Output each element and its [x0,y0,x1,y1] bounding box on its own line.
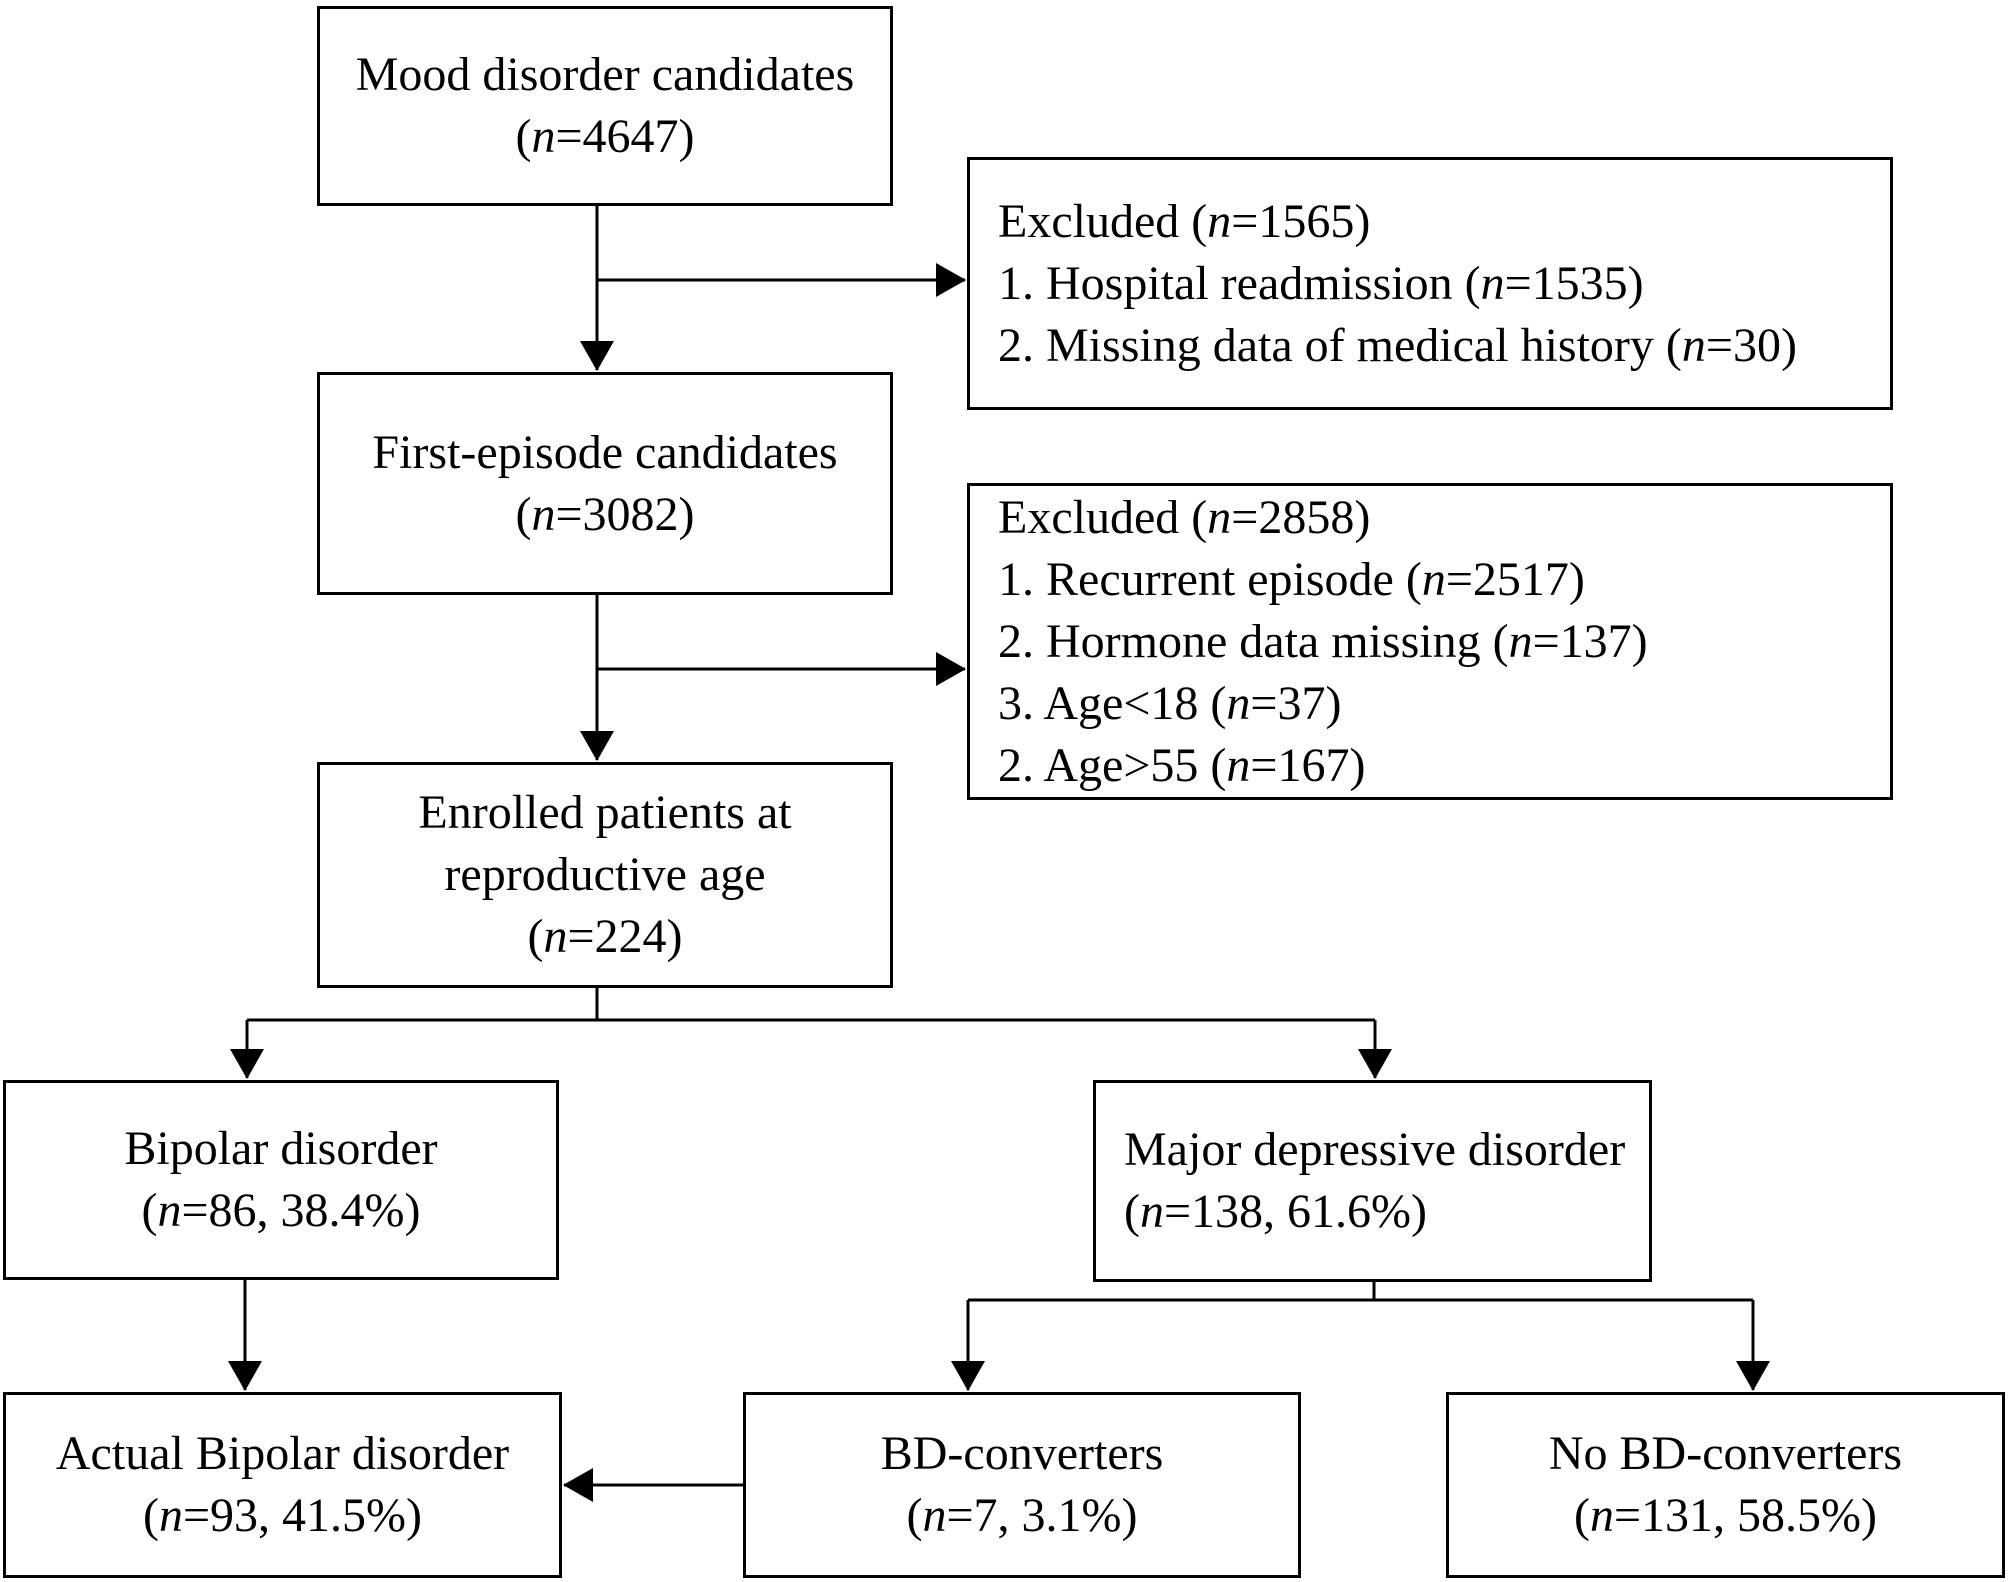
box-text-line: (n=93, 41.5%) [142,1489,423,1542]
box-actual-bipolar-disorder: Actual Bipolar disorder (n=93, 41.5%) [3,1392,562,1578]
branch-mdd-split [968,1280,1753,1302]
box-excluded-first: Excluded (n=1565) 1. Hospital readmission… [967,157,1893,410]
box-text-line: Actual Bipolar disorder [55,1427,510,1480]
box-text-line: (n=138, 61.6%) [1124,1185,1428,1238]
box-text-line: Bipolar disorder [124,1122,438,1175]
box-excluded-second: Excluded (n=2858) 1. Recurrent episode (n… [967,483,1893,800]
box-text-line: Excluded (n=1565) [998,194,1371,248]
box-text-line: (n=131, 58.5%) [1573,1489,1878,1542]
box-text-line: 3. Age<18 (n=37) [998,676,1342,730]
box-no-bd-converters: No BD-converters (n=131, 58.5%) [1446,1392,2005,1578]
box-first-episode-candidates: First-episode candidates (n=3082) [317,372,893,595]
box-text-line: (n=4647) [515,110,695,163]
box-enrolled-reproductive-age: Enrolled patients at reproductive age (n=2… [317,762,893,988]
box-text-line: No BD-converters [1548,1427,1903,1480]
box-text-line: Major depressive disorder [1124,1123,1626,1176]
box-text-line: (n=7, 3.1%) [906,1489,1138,1542]
branch-enrolled-split [247,986,1375,1022]
box-text-line: (n=86, 38.4%) [141,1184,421,1237]
box-mood-disorder-candidates: Mood disorder candidates (n=4647) [317,6,893,206]
box-text-line: 1. Hospital readmission (n=1535) [998,256,1644,310]
box-text-line: (n=224) [527,910,683,963]
box-bd-converters: BD-converters (n=7, 3.1%) [743,1392,1301,1578]
box-text-line: reproductive age [444,848,766,901]
box-bipolar-disorder: Bipolar disorder (n=86, 38.4%) [3,1080,559,1280]
box-text-line: Mood disorder candidates [355,48,855,101]
box-text-line: 2. Age>55 (n=167) [998,738,1366,792]
box-major-depressive-disorder: Major depressive disorder (n=138, 61.6%) [1093,1080,1652,1282]
box-text-line: First-episode candidates [372,425,838,479]
box-text-line: 1. Recurrent episode (n=2517) [998,552,1585,606]
box-text-line: Enrolled patients at [418,786,792,839]
box-text-line: 2. Missing data of medical history (n=30… [998,318,1797,372]
box-text-line: Excluded (n=2858) [998,490,1371,544]
box-text-line: BD-converters [880,1427,1164,1480]
box-text-line: 2. Hormone data missing (n=137) [998,614,1648,668]
box-text-line: (n=3082) [515,487,695,541]
